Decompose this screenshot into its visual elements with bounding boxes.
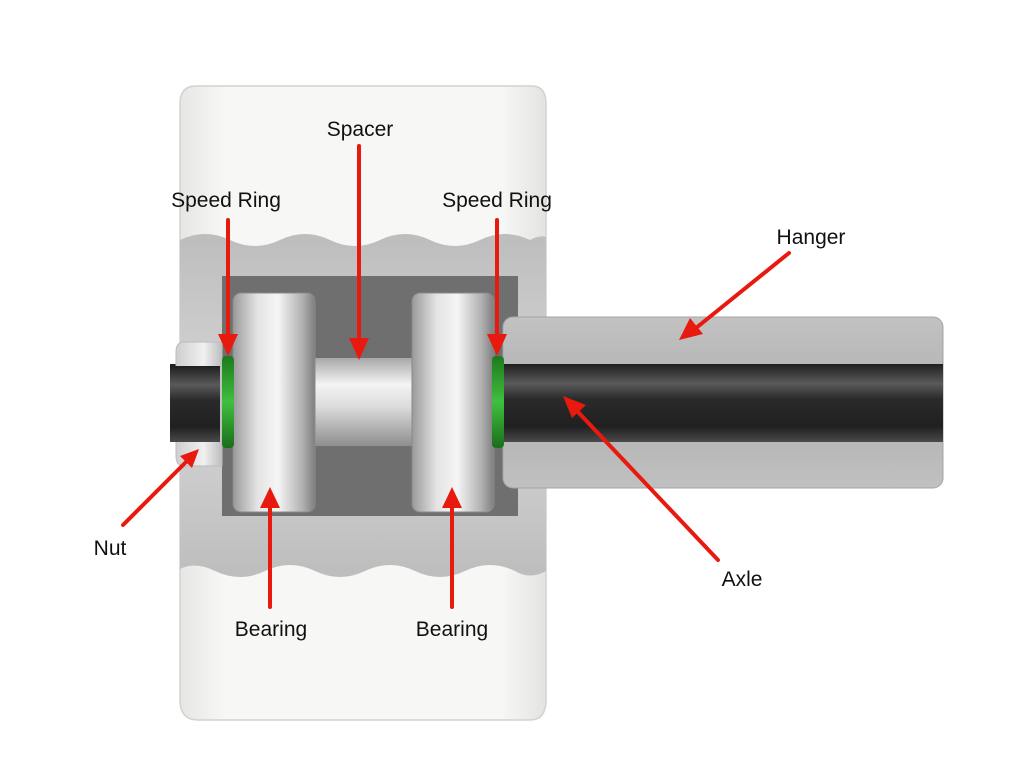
spacer (313, 358, 414, 446)
label-speed-ring-right: Speed Ring (442, 189, 552, 212)
arrow-nut-head (180, 449, 199, 468)
label-hanger: Hanger (777, 226, 846, 249)
arrow-bearing-left-head (260, 487, 280, 508)
arrow-nut (121, 460, 188, 527)
arrow-axle-head (563, 396, 586, 418)
label-speed-ring-left: Speed Ring (171, 189, 281, 212)
speed-ring-right (492, 356, 504, 448)
arrow-speed-ring-right-head (487, 334, 507, 356)
speed-ring-left (222, 356, 234, 448)
arrow-bearing-right-head (442, 487, 462, 508)
arrows (121, 144, 791, 609)
arrow-axle (576, 410, 720, 562)
arrow-hanger-head (679, 318, 703, 340)
arrow-hanger (694, 251, 791, 330)
label-spacer: Spacer (327, 118, 394, 141)
bearing-right (411, 292, 495, 513)
arrow-speed-ring-left-head (218, 334, 238, 356)
bearing-left (232, 292, 316, 513)
arrow-spacer-head (349, 338, 369, 360)
label-bearing-left: Bearing (235, 618, 307, 641)
label-bearing-right: Bearing (416, 618, 488, 641)
nut-thread (170, 366, 220, 442)
label-nut: Nut (94, 537, 127, 560)
label-axle: Axle (722, 568, 763, 591)
